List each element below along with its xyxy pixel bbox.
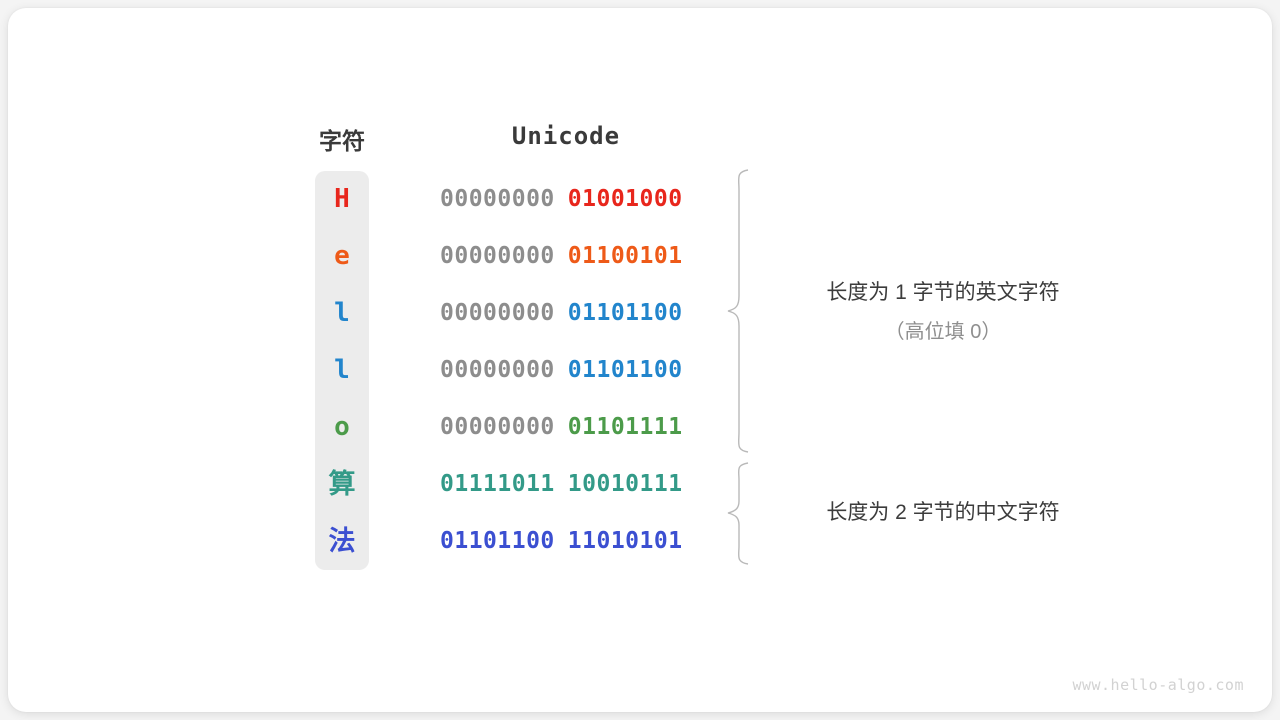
binary-low-byte: 01101100 bbox=[567, 300, 683, 326]
watermark: www.hello-algo.com bbox=[1072, 676, 1244, 694]
character-cell: e bbox=[334, 241, 350, 271]
character-cell: l bbox=[334, 355, 350, 385]
binary-low-byte: 01101111 bbox=[567, 414, 683, 440]
binary-high-byte: 00000000 bbox=[440, 186, 555, 212]
brace-two-byte-group bbox=[727, 462, 749, 565]
binary-high-byte: 00000000 bbox=[440, 300, 555, 326]
binary-high-byte: 01111011 bbox=[440, 471, 555, 497]
diagram-card: 字符 Unicode H 00000000 01001000 e 00000000 011… bbox=[8, 8, 1272, 712]
annotation-two-byte: 长度为 2 字节的中文字符 bbox=[798, 496, 1088, 526]
binary-low-byte: 01001000 bbox=[567, 186, 683, 212]
character-cell: o bbox=[334, 412, 350, 442]
binary-high-byte: 00000000 bbox=[440, 414, 555, 440]
binary-row: 00000000 01100101 bbox=[440, 228, 692, 285]
annotation-two-byte-main: 长度为 2 字节的中文字符 bbox=[826, 501, 1060, 524]
binary-high-byte: 01101100 bbox=[440, 528, 555, 554]
binary-low-byte: 01101100 bbox=[567, 357, 683, 383]
character-cell: l bbox=[334, 298, 350, 328]
binary-row: 01111011 10010111 bbox=[440, 456, 692, 513]
character-cell: 法 bbox=[328, 526, 356, 556]
binary-low-byte: 11010101 bbox=[567, 528, 683, 554]
binary-high-byte: 00000000 bbox=[440, 243, 555, 269]
binary-row: 00000000 01001000 bbox=[440, 171, 692, 228]
annotation-one-byte-sub: （高位填 0） bbox=[884, 321, 1002, 343]
brace-one-byte-group bbox=[727, 169, 749, 453]
binary-row: 00000000 01101100 bbox=[440, 285, 692, 342]
column-header-character: 字符 bbox=[319, 128, 365, 154]
binary-row: 01101100 11010101 bbox=[440, 513, 692, 570]
binary-low-byte: 10010111 bbox=[567, 471, 683, 497]
binary-row: 00000000 01101111 bbox=[440, 399, 692, 456]
column-header-unicode: Unicode bbox=[511, 122, 621, 150]
character-cell: H bbox=[334, 184, 350, 214]
annotation-one-byte-main: 长度为 1 字节的英文字符 bbox=[826, 281, 1060, 304]
annotation-one-byte: 长度为 1 字节的英文字符 （高位填 0） bbox=[798, 276, 1088, 344]
binary-high-byte: 00000000 bbox=[440, 357, 555, 383]
character-column-background bbox=[315, 171, 369, 570]
binary-row: 00000000 01101100 bbox=[440, 342, 692, 399]
binary-low-byte: 01100101 bbox=[567, 243, 683, 269]
character-cell: 算 bbox=[328, 469, 356, 499]
